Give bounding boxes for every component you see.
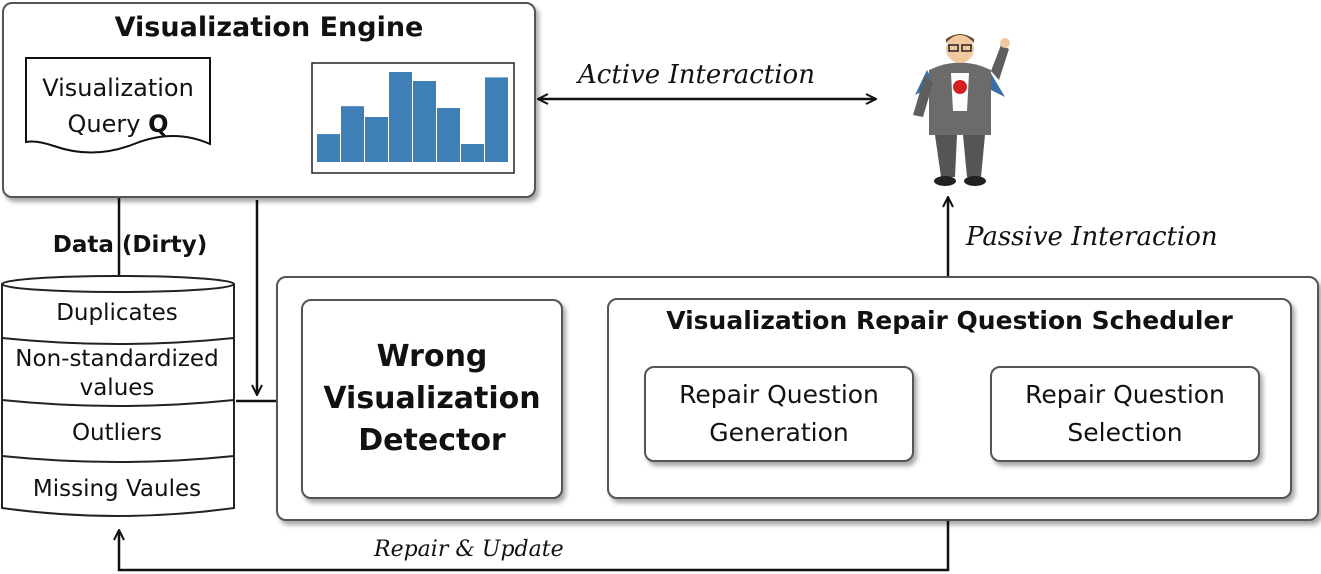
repair-update-label: Repair & Update xyxy=(374,537,564,562)
histogram-bar xyxy=(437,108,460,162)
visualization-engine-title: Visualization Engine xyxy=(114,12,424,43)
data-layer-non-standardized: Non-standardized values xyxy=(15,346,219,401)
query-document-icon xyxy=(25,57,211,154)
histogram-bar xyxy=(317,134,340,162)
histogram-bar xyxy=(461,144,484,162)
data-layer-missing-values: Missing Vaules xyxy=(32,476,202,502)
passive-interaction-label: Passive Interaction xyxy=(966,222,1218,252)
repair-question-selection-box: Repair Question Selection xyxy=(990,366,1260,462)
data-layer-outliers: Outliers xyxy=(71,420,163,446)
histogram-chart xyxy=(311,62,515,174)
histogram-bar xyxy=(341,106,364,162)
visualization-query-label: Visualization Query Q xyxy=(42,74,194,138)
repair-question-generation-box: Repair Question Generation xyxy=(644,366,914,462)
repair-update-arrow xyxy=(119,500,950,572)
repair-question-scheduler-title: Visualization Repair Question Scheduler xyxy=(666,306,1233,335)
wrong-visualization-detector-box: Wrong Visualization Detector xyxy=(301,299,563,499)
active-interaction-label: Active Interaction xyxy=(578,60,815,90)
data-dirty-title: Data (Dirty) xyxy=(52,232,208,258)
histogram-bar xyxy=(413,81,436,162)
histogram-bar xyxy=(365,117,388,162)
data-layer-duplicates: Duplicates xyxy=(56,300,178,326)
database-cylinder-icon xyxy=(1,275,235,517)
histogram-bar xyxy=(485,77,508,162)
repair-question-generation-label: Repair Question Generation xyxy=(679,380,879,447)
repair-question-selection-label: Repair Question Selection xyxy=(1025,380,1225,447)
query-variable: Q xyxy=(148,110,169,138)
histogram-bar xyxy=(389,72,412,162)
superhero-user-icon xyxy=(913,34,1010,186)
wrong-visualization-detector-label: Wrong Visualization Detector xyxy=(323,339,541,458)
